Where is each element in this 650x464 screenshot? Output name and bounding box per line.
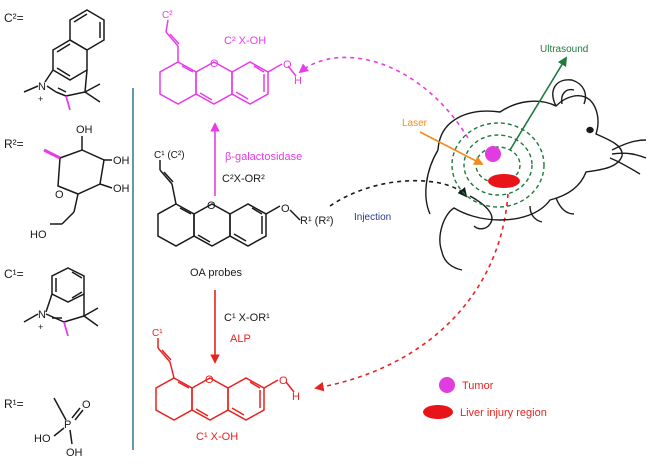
legend-liver-swatch [423,405,453,419]
bottom-product-substituent: C¹ [152,328,163,339]
probe-ring-oxygen: O [207,200,216,212]
top-product-label: C² X-OH [224,35,266,47]
r1-oxygen: O [82,399,91,411]
c2-n-atom: N [38,81,46,93]
ultrasound-arrow [509,56,567,151]
r2-attach-bond [43,148,61,160]
laser-label: Laser [402,118,428,129]
liver-to-bottom-arrow [314,193,509,392]
c2-structure: C²= [4,9,105,103]
top-product-hydroxyl-o: O [283,59,292,71]
left-panel: C²= N + R²= [4,9,130,459]
legend-tumor-swatch [439,377,455,393]
injection-label: Injection [354,212,391,223]
bottom-product-hydroxyl-h: H [292,391,300,403]
bottom-product-ring-oxygen: O [205,374,214,386]
legend-liver-label: Liver injury region [460,407,547,419]
probe-r-group: R¹ (R²) [300,215,334,227]
r2-oh-top: OH [76,124,93,136]
r2-oh-right: OH [113,155,130,167]
r1-label: R¹= [4,397,24,411]
r1-oh: OH [66,447,83,459]
probe-ether-oxygen: O [281,203,290,215]
c1-plus-charge: + [38,322,43,332]
legend-tumor-label: Tumor [462,380,494,392]
probe-substituent: C¹ (C²) [154,150,185,161]
probe-structure [157,160,301,247]
r2-structure: R²= [4,136,113,225]
ultrasound-label: Ultrasound [540,44,588,55]
top-product-hydroxyl-h: H [294,75,302,87]
probe-name: OA probes [190,267,242,279]
top-product-structure [159,19,297,105]
r2-label: R²= [4,137,24,151]
c1-label: C¹= [4,267,24,281]
bottom-product-hydroxyl-o: O [279,375,288,387]
injection-arrow [329,179,468,207]
alp-label: ALP [230,333,251,345]
liver-marker [488,174,520,188]
laser-arrow [419,131,484,165]
c2-label: C²= [4,11,24,25]
c1-n-atom: N [38,309,46,321]
tumor-to-top-arrow [298,56,469,139]
c2-plus-charge: + [38,94,43,104]
r2-ho: HO [30,229,47,241]
top-product-ring-oxygen: O [210,58,219,70]
bottom-product-label: C¹ X-OH [196,431,238,443]
c2-attach-bond [65,95,71,111]
top-product-substituent: C² [162,10,173,21]
tumor-marker [485,146,501,162]
r1-phosphorus: P [64,419,71,431]
c1-structure: C¹= [4,267,99,327]
galactosidase-label: β-galactosidase [225,151,302,163]
bottom-product-structure [155,338,295,421]
substrate-top-label: C²X-OR² [222,173,265,185]
ultrasound-rings [451,122,545,208]
r1-ho: HO [34,433,51,445]
r1-structure: R¹= [4,397,84,445]
r2-oh-lower: OH [113,183,130,195]
c1-attach-bond [63,321,69,337]
legend: Tumor Liver injury region [423,377,547,419]
mouse-illustration [425,79,647,271]
substrate-bottom-label: C¹ X-OR¹ [224,312,270,324]
r2-ring-oxygen: O [55,189,64,201]
